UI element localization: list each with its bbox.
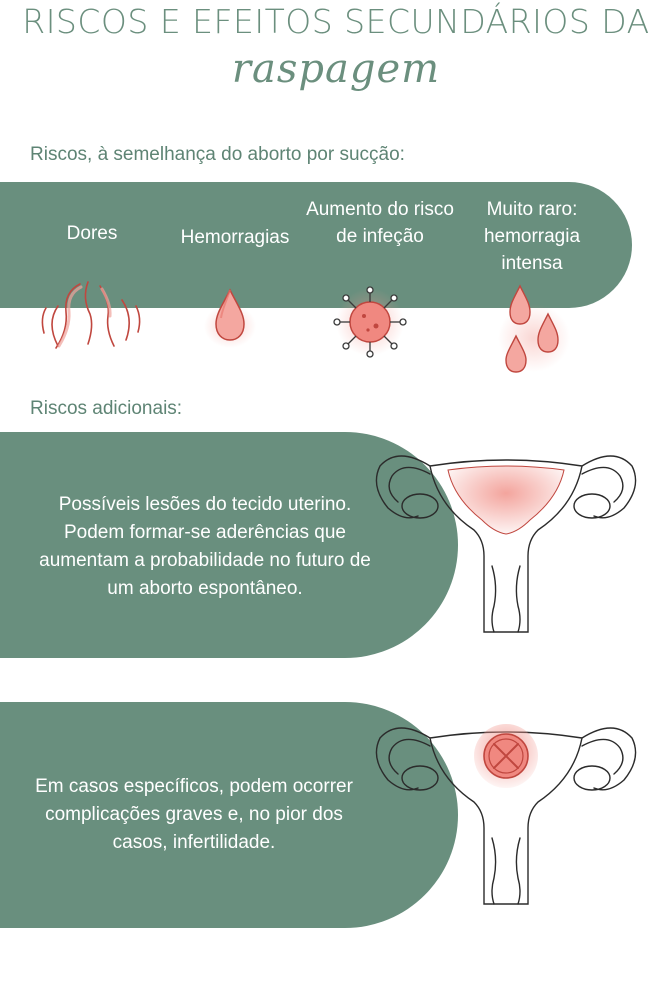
additional-card-2-text: Em casos específicos, podem ocorrer comp… bbox=[35, 776, 353, 853]
uterus-lining-icon bbox=[375, 455, 637, 633]
page-title: RISCOS E EFEITOS SECUNDÁRIOS DA bbox=[22, 2, 650, 41]
additional-card-1-text: Possíveis lesões do tecido uterino. Pode… bbox=[39, 494, 371, 599]
additional-card-1 bbox=[0, 432, 458, 658]
risk-item-severe-hemorrhage: Muito raro: hemorragia intensa bbox=[483, 199, 581, 274]
blood-drops-icon bbox=[498, 284, 570, 373]
risk-item-pain: Dores bbox=[66, 223, 118, 244]
risk-item-hemorrhage: Hemorragias bbox=[180, 227, 290, 248]
risks-band bbox=[0, 182, 632, 308]
pain-icon bbox=[41, 281, 141, 349]
risks-section-label: Riscos, à semelhança do aborto por sucçã… bbox=[30, 144, 405, 165]
virus-icon bbox=[333, 286, 407, 358]
additional-section-label: Riscos adicionais: bbox=[30, 398, 183, 419]
risk-item-infection: Aumento do risco de infeção bbox=[306, 199, 454, 247]
page-subtitle: raspagem bbox=[231, 46, 441, 92]
uterus-blocked-icon bbox=[375, 724, 637, 905]
additional-card-2 bbox=[0, 702, 458, 928]
blood-drop-icon bbox=[204, 288, 256, 348]
